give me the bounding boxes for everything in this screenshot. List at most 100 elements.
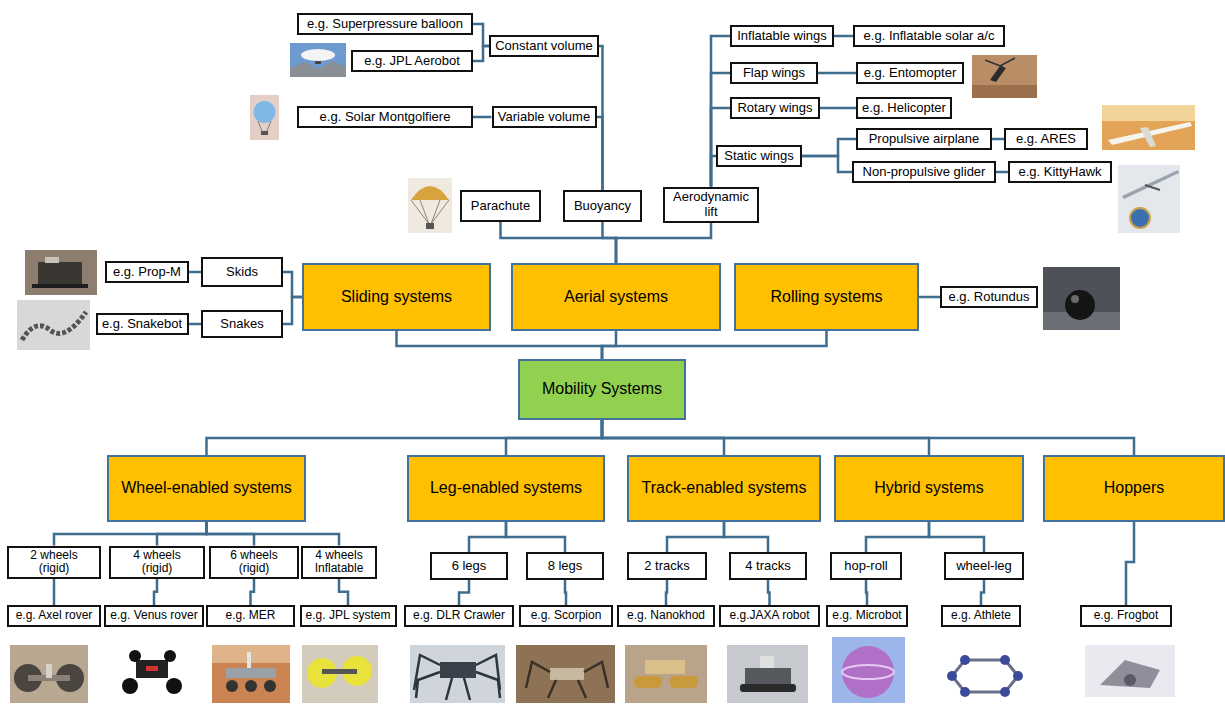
node-label: 4 tracks [745, 559, 791, 574]
node-label: e.g. Entomopter [864, 66, 957, 81]
tree-connector [1126, 522, 1134, 605]
subtype-box: Snakes [201, 310, 283, 338]
subtype-box: hop-roll [830, 552, 902, 580]
jaxa-robot-photo [727, 645, 808, 703]
athlete-photo [960, 655, 970, 665]
node-label: e.g.JAXA robot [729, 609, 809, 622]
nanokhod-photo [634, 676, 662, 688]
node-label: e.g. Frogbot [1094, 609, 1159, 622]
tree-connector [866, 580, 867, 605]
frogbot-photo [1085, 645, 1175, 697]
example-box: e.g. Axel rover [7, 605, 101, 627]
microbot-photo [842, 646, 894, 698]
aerobot-photo [315, 61, 321, 64]
node-label: Aerodynamic lift [669, 190, 753, 220]
node-label: e.g. Solar Montgolfiere [320, 110, 451, 125]
tree-connector [667, 522, 724, 552]
node-label: e.g. Scorpion [531, 609, 602, 622]
node-label: 6 wheels (rigid) [226, 549, 282, 575]
node-label: Mobility Systems [542, 380, 662, 398]
mode-box: Buoyancy [563, 190, 642, 222]
ares-photo [1140, 127, 1156, 147]
parachute-photo [408, 178, 452, 233]
example-box: e.g. ARES [1004, 128, 1088, 150]
aerobot-photo [290, 61, 346, 77]
jaxa-robot-photo [727, 645, 808, 703]
frogbot-photo [1085, 645, 1175, 697]
tree-connector [283, 297, 302, 324]
mer-photo [226, 680, 238, 692]
scorpion-photo [550, 668, 584, 680]
parachute-photo [426, 223, 434, 229]
tree-connector [251, 579, 255, 606]
mer-photo [226, 668, 276, 678]
parachute-photo [411, 186, 449, 200]
mer-photo [247, 652, 251, 668]
aerobot-photo [301, 49, 335, 61]
tree-connector [602, 420, 1134, 455]
example-box: e.g. Solar Montgolfiere [297, 106, 473, 128]
tree-connector [602, 331, 827, 359]
tree-connector [603, 222, 617, 263]
subtype-box: 4 wheels (rigid) [109, 546, 205, 579]
node-label: Track-enabled systems [642, 479, 807, 497]
dlr-crawler-photo [414, 655, 500, 700]
entomopter-photo [972, 55, 1037, 98]
prop-m-photo [25, 250, 97, 295]
scorpion-photo [526, 662, 608, 698]
node-label: Skids [226, 265, 258, 280]
tree-connector [768, 580, 770, 605]
tree-connector [802, 139, 856, 156]
entomopter-photo [985, 58, 1015, 67]
entomopter-photo [972, 55, 1037, 98]
node-label: e.g. Superpressure balloon [307, 17, 463, 32]
kittyhawk-photo [1145, 185, 1160, 190]
subtype-box: 6 wheels (rigid) [209, 546, 299, 579]
node-label: Parachute [471, 199, 530, 214]
rotundus-photo [1043, 267, 1120, 330]
mode-box: Parachute [460, 190, 541, 222]
ares-photo [1102, 105, 1195, 150]
kittyhawk-photo [1118, 165, 1180, 233]
athlete-photo [960, 687, 970, 697]
nanokhod-photo [625, 645, 707, 703]
subtype-box: Rotary wings [730, 97, 820, 119]
tree-connector [724, 522, 768, 552]
snakebot-photo [22, 312, 86, 340]
node-label: e.g. Prop-M [113, 265, 181, 280]
tree-connector [473, 46, 489, 61]
venus-rover-photo [129, 650, 141, 662]
venus-rover-photo [166, 678, 182, 694]
entomopter-photo [990, 66, 1006, 82]
category-box: Hoppers [1043, 455, 1225, 522]
node-label: 2 tracks [644, 559, 690, 574]
node-label: e.g. Microbot [832, 609, 901, 622]
example-box: e.g. JPL Aerobot [351, 50, 473, 72]
dlr-crawler-photo [410, 645, 505, 703]
subtype-box: 6 legs [430, 552, 508, 580]
tree-connector [189, 271, 201, 274]
tree-connector [506, 420, 602, 455]
athlete-photo [952, 660, 1018, 692]
snakebot-photo [17, 300, 90, 350]
venus-rover-photo [146, 666, 158, 671]
tree-connector [992, 138, 1004, 141]
prop-m-photo [38, 262, 82, 284]
tree-connector [501, 222, 617, 263]
node-label: e.g. Helicopter [862, 101, 946, 116]
subtype-box: Variable volume [492, 106, 597, 128]
node-label: e.g. Rotundus [949, 290, 1030, 305]
tree-connector [919, 296, 940, 299]
kittyhawk-photo [1118, 165, 1180, 233]
tree-connector [473, 116, 492, 119]
node-label: e.g. MER [225, 609, 275, 622]
nanokhod-photo [645, 660, 685, 674]
node-label: e.g. Axel rover [16, 609, 93, 622]
node-label: e.g. KittyHawk [1018, 165, 1101, 180]
tree-connector [834, 35, 853, 38]
tree-connector [473, 24, 489, 46]
category-box: Hybrid systems [834, 455, 1024, 522]
venus-rover-photo [136, 660, 168, 678]
category-box: Aerial systems [511, 263, 721, 331]
prop-m-photo [32, 284, 88, 288]
